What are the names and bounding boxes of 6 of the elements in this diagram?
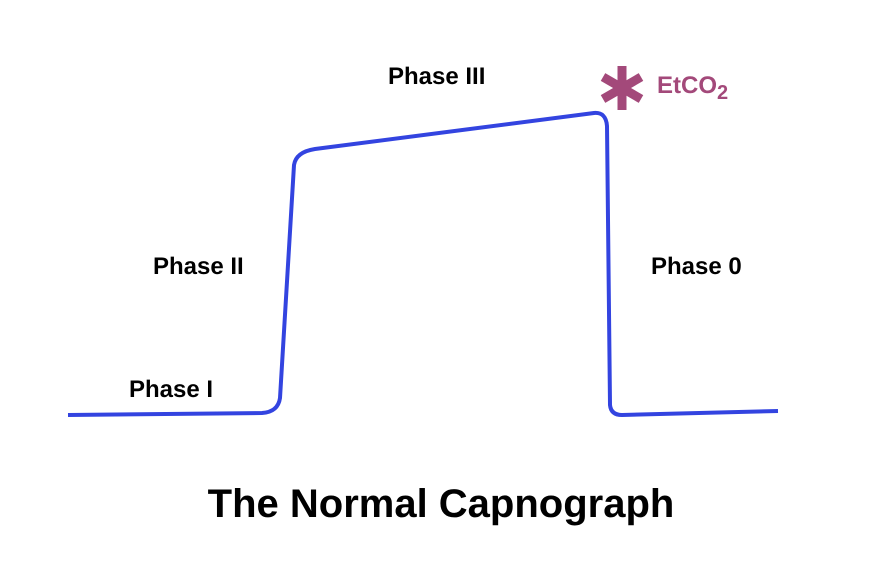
phase-label: Phase 0	[651, 255, 742, 279]
phase-label: Phase III	[388, 65, 486, 89]
phase-label: Phase II	[153, 255, 244, 279]
phase-label: Phase I	[129, 378, 214, 402]
caption: The Normal Capnograph	[208, 482, 674, 526]
phase-label: EtCO$_{2}$	[657, 74, 728, 103]
